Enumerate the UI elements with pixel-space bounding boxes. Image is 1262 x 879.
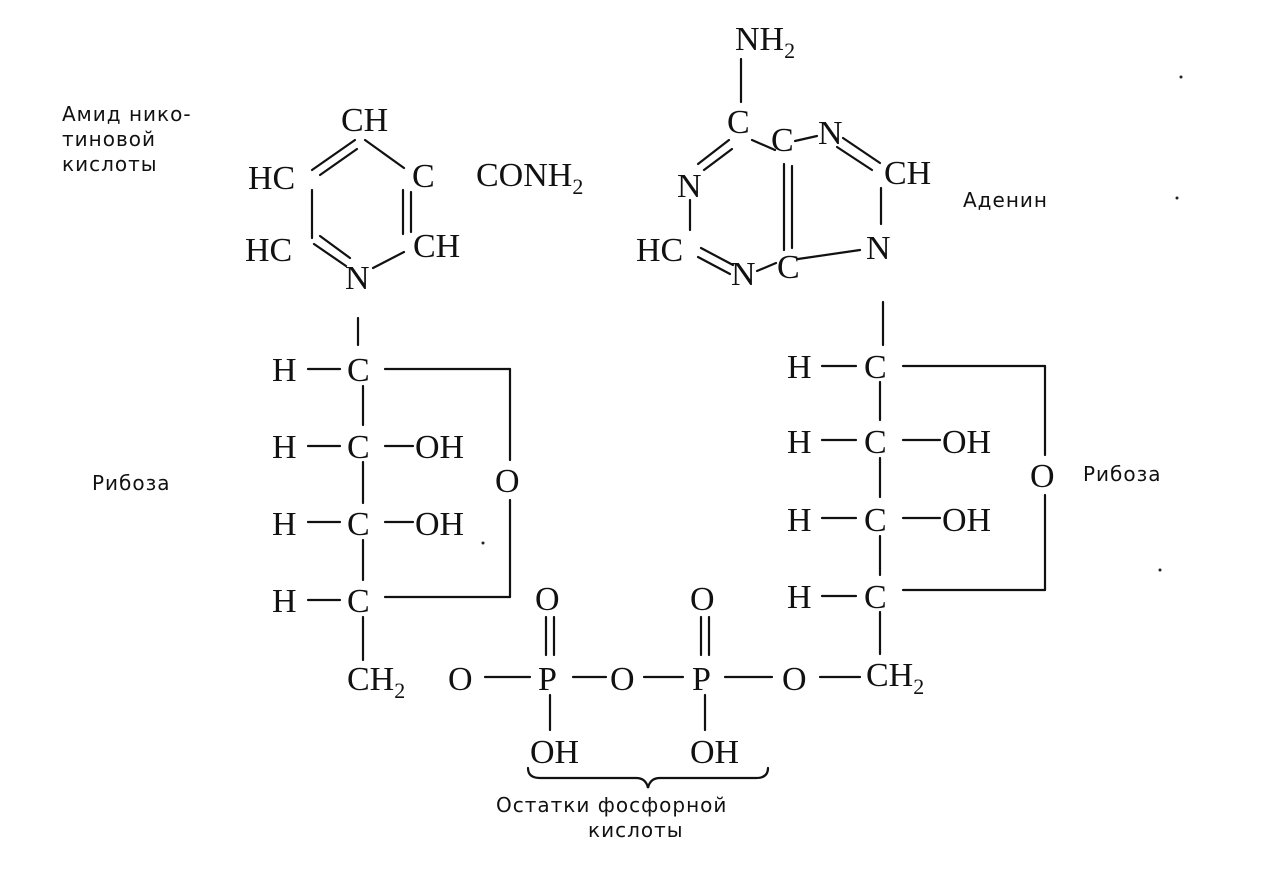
phosphate-brace: [526, 766, 770, 789]
bond: [796, 248, 862, 261]
ring-atom-n: N: [345, 260, 370, 297]
ribose-right-ring-o: O: [1030, 458, 1055, 495]
ribose-left-c1: C: [347, 352, 370, 389]
ribose-right-c2: C: [864, 424, 887, 461]
bond: [702, 147, 734, 172]
bond: [750, 138, 777, 152]
nicotinamide-caption-line3: кислоты: [62, 152, 158, 176]
adenine-atom-c5: C: [771, 122, 794, 159]
phosphate-p1: P: [538, 661, 557, 698]
conh2-group: CONH2: [476, 157, 583, 199]
bond: [699, 246, 735, 267]
phosphate-bridge: O P O P O O O OH OH: [448, 581, 862, 789]
bond: [696, 255, 732, 276]
phosphate-caption-line2: кислоты: [588, 818, 684, 842]
phosphate-p2: P: [692, 661, 711, 698]
ribose-left-c4: C: [347, 583, 370, 620]
bond: [318, 147, 359, 177]
phosphate-o-bridge: O: [610, 661, 635, 698]
bond: [835, 145, 874, 172]
scan-speck: [481, 541, 485, 545]
bond: [793, 134, 819, 143]
phosphate-p2-double-o: O: [690, 581, 715, 618]
ribose-right-caption: Рибоза: [1083, 462, 1162, 486]
nicotinamide-ring: CH HC C CONH2 HC CH N: [245, 102, 583, 347]
bond: [841, 136, 882, 165]
adenine-atom-n9: N: [866, 230, 891, 267]
ribose-left-h1: H: [272, 352, 297, 389]
ribose-right-ch2: CH2: [866, 657, 924, 699]
nicotinamide-caption-line2: тиновой: [62, 127, 156, 151]
ribose-left-ring-o: O: [495, 463, 520, 500]
ribose-left-oh3: OH: [415, 506, 464, 543]
ribose-left-h3: H: [272, 506, 297, 543]
adenine-atom-hc2: HC: [636, 232, 683, 269]
bond: [312, 242, 348, 268]
adenine-atom-c4: C: [777, 249, 800, 286]
bond: [310, 138, 357, 172]
phosphate-p1-double-o: O: [535, 581, 560, 618]
ribose-right-h4: H: [787, 579, 812, 616]
ribose-left-oh2: OH: [415, 429, 464, 466]
ribose-left-ch2: CH2: [347, 661, 405, 703]
ribose-left-c2: C: [347, 429, 370, 466]
ribose-right-oh2: OH: [942, 424, 991, 461]
ribose-right-h3: H: [787, 502, 812, 539]
ribose-right-c3: C: [864, 502, 887, 539]
ring-atom-hc-lower: HC: [245, 232, 292, 269]
bond: [696, 138, 731, 166]
ribose-right-h2: H: [787, 424, 812, 461]
scan-speck: [1158, 568, 1162, 572]
adenine-atom-c6: C: [727, 104, 750, 141]
nh2-group: NH2: [735, 21, 795, 63]
ring-atom-hc-upper: HC: [248, 160, 295, 197]
adenine-atom-n7: N: [818, 115, 843, 152]
phosphate-o-left: O: [448, 661, 473, 698]
ribose-right: H C H C OH H C OH O H C CH2: [787, 349, 1055, 699]
ribose-left-c3: C: [347, 506, 370, 543]
nicotinamide-caption-line1: Амид нико-: [62, 102, 192, 126]
phosphate-p2-oh: OH: [690, 734, 739, 771]
adenine-atom-n3: N: [731, 256, 756, 293]
ring-atom-ch-top: CH: [341, 102, 388, 139]
phosphate-o-right: O: [782, 661, 807, 698]
scan-speck: [1179, 75, 1183, 79]
ribose-right-c4: C: [864, 579, 887, 616]
ribose-right-oh3: OH: [942, 502, 991, 539]
adenine-atom-c8h: CH: [884, 155, 931, 192]
scan-speck: [1175, 196, 1179, 200]
ring-atom-ch-right: CH: [413, 228, 460, 265]
phosphate-p1-oh: OH: [530, 734, 579, 771]
bond: [755, 261, 778, 273]
adenine-ring: NH2 C C N CH N HC N C N: [636, 21, 931, 347]
ribose-left-h4: H: [272, 583, 297, 620]
adenine-atom-n1: N: [677, 168, 702, 205]
ribose-left: H C H C OH H C OH O H C CH2: [272, 352, 520, 703]
ribose-left-caption: Рибоза: [92, 471, 171, 495]
bond: [371, 250, 406, 270]
bond: [318, 234, 352, 260]
bond: [363, 138, 406, 170]
phosphate-caption-line1: Остатки фосфорной: [496, 793, 727, 817]
ribose-right-c1: C: [864, 349, 887, 386]
ribose-right-h1: H: [787, 349, 812, 386]
adenine-caption: Аденин: [963, 188, 1048, 212]
ring-atom-c-right: C: [412, 158, 435, 195]
ribose-left-h2: H: [272, 429, 297, 466]
